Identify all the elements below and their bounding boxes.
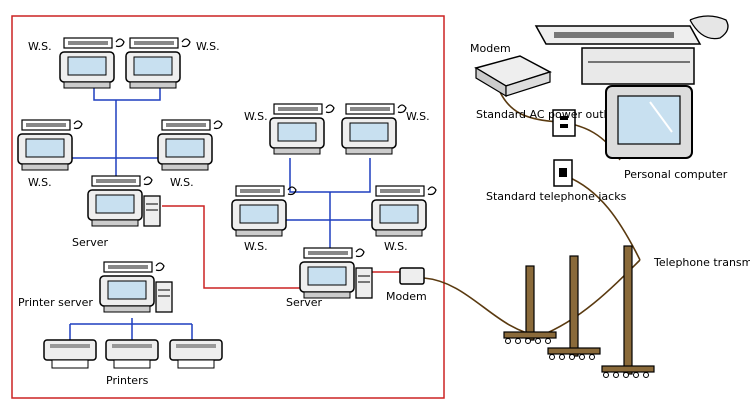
label-ws-2: W.S. xyxy=(196,40,220,53)
telephone-pole-icon xyxy=(503,265,557,344)
personal-computer-icon xyxy=(534,15,729,159)
lan-boundary xyxy=(11,15,445,399)
server-icon xyxy=(299,247,373,299)
label-ws-5: W.S. xyxy=(244,110,268,123)
workstation-icon xyxy=(17,119,83,171)
server-icon xyxy=(87,175,161,227)
workstation-icon xyxy=(157,119,223,171)
label-ws-1: W.S. xyxy=(28,40,52,53)
workstation-icon xyxy=(371,185,437,237)
label-modem-lan: Modem xyxy=(386,290,427,303)
printer-icon xyxy=(43,339,97,369)
printer-server-icon xyxy=(99,261,173,313)
telephone-pole-icon xyxy=(547,255,601,360)
workstation-icon xyxy=(269,103,335,155)
telephone-jack-icon xyxy=(553,159,573,187)
label-server-upper: Server xyxy=(72,236,109,249)
printer-icon xyxy=(105,339,159,369)
ac-power-outlet-icon xyxy=(552,109,576,137)
label-ws-6: W.S. xyxy=(406,110,430,123)
workstation-icon xyxy=(125,37,191,89)
label-personal-computer: Personal computer xyxy=(624,168,728,181)
label-ws-7: W.S. xyxy=(244,240,268,253)
workstation-icon xyxy=(341,103,407,155)
label-ac-power-outlet: Standard AC power outlet xyxy=(476,108,618,121)
label-ws-4: W.S. xyxy=(170,176,194,189)
label-transmission-lines: Telephone transmission lines xyxy=(653,256,750,269)
label-ws-3: W.S. xyxy=(28,176,52,189)
label-printers: Printers xyxy=(106,374,149,387)
label-printer-server: Printer server xyxy=(18,296,93,309)
label-ws-8: W.S. xyxy=(384,240,408,253)
printer-icon xyxy=(169,339,223,369)
modem-icon xyxy=(474,55,552,98)
workstation-icon xyxy=(231,185,297,237)
telephone-pole-icon xyxy=(601,245,655,378)
label-telephone-jacks: Standard telephone jacks xyxy=(486,190,627,203)
label-server-lower: Server xyxy=(286,296,323,309)
modem-icon xyxy=(399,267,425,285)
label-modem-top: Modem xyxy=(470,42,511,55)
workstation-icon xyxy=(59,37,125,89)
